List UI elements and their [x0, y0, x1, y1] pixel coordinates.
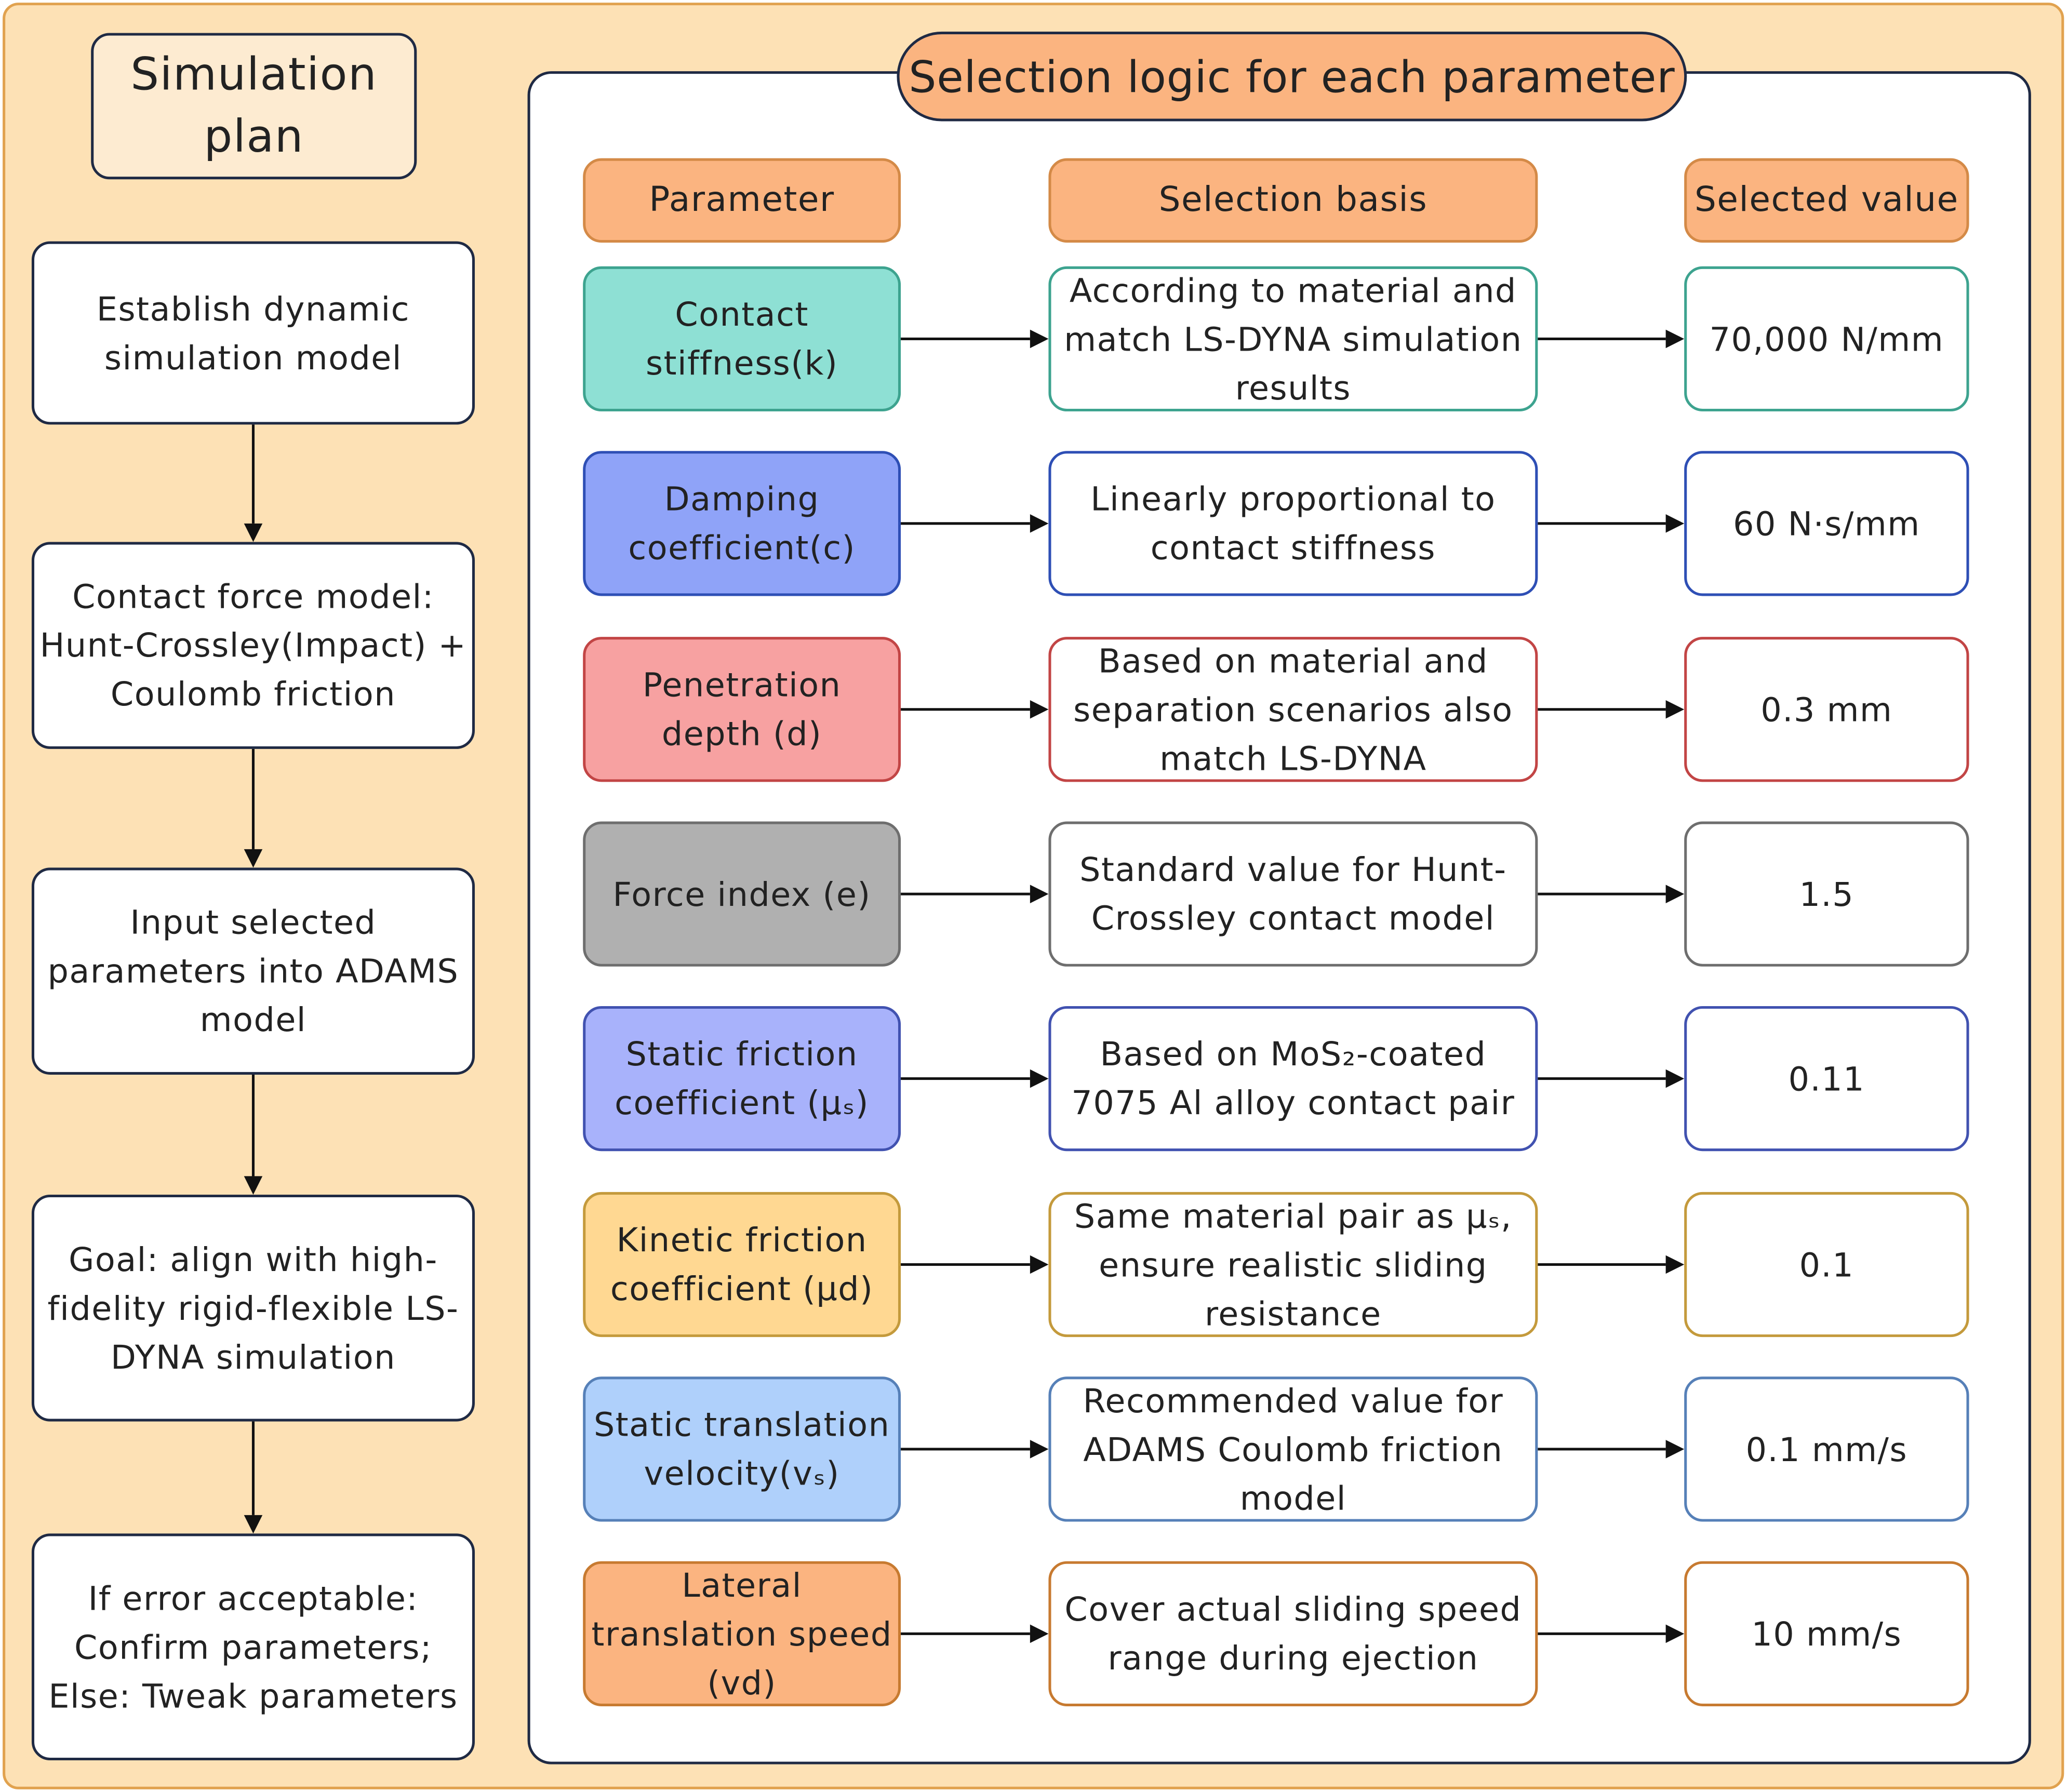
value-arrow-head [1665, 700, 1685, 719]
value-arrow-head [1665, 329, 1685, 349]
basis-arrow-line [901, 522, 1030, 525]
plan-arrow-head-1 [244, 523, 263, 542]
selected-value-cell: 0.1 mm/s [1684, 1376, 1969, 1522]
selection-basis-cell: Recommended value for ADAMS Coulomb fric… [1048, 1376, 1538, 1522]
value-arrow-head [1665, 1069, 1685, 1088]
selected-value-cell: 10 mm/s [1684, 1561, 1969, 1706]
selection-basis-cell: Based on MoS₂-coated 7075 Al alloy conta… [1048, 1006, 1538, 1152]
plan-arrow-line-2 [251, 748, 255, 849]
parameter-cell: Kinetic friction coefficient (μ𝖽) [583, 1192, 901, 1338]
basis-arrow-head [1030, 1440, 1049, 1459]
value-arrow-line [1538, 1448, 1666, 1451]
plan-step-4: Goal: align with high-fidelity rigid-fle… [31, 1194, 475, 1422]
basis-arrow-line [901, 1077, 1030, 1080]
basis-arrow-head [1030, 514, 1049, 533]
selected-value-cell: 60 N·s/mm [1684, 451, 1969, 596]
basis-arrow-head [1030, 700, 1049, 719]
basis-arrow-line [901, 708, 1030, 711]
basis-arrow-line [901, 1448, 1030, 1451]
value-arrow-head [1665, 1255, 1685, 1274]
parameter-cell: Static translation velocity(vₛ) [583, 1376, 901, 1522]
value-arrow-head [1665, 885, 1685, 903]
value-arrow-line [1538, 1632, 1666, 1635]
parameter-cell: Force index (e) [583, 821, 901, 967]
plan-arrow-head-3 [244, 1176, 263, 1195]
value-arrow-line [1538, 1263, 1666, 1266]
header-selected-value: Selected value [1684, 158, 1969, 243]
plan-step-1: Establish dynamic simulation model [31, 241, 475, 425]
plan-arrow-head-4 [244, 1515, 263, 1534]
selection-basis-cell: Standard value for Hunt-Crossley contact… [1048, 821, 1538, 967]
simulation-plan-title: Simulation plan [91, 33, 417, 180]
parameter-cell: Lateral translation speed (v𝖽) [583, 1561, 901, 1706]
selected-value-cell: 1.5 [1684, 821, 1969, 967]
value-arrow-head [1665, 514, 1685, 533]
value-arrow-line [1538, 708, 1666, 711]
plan-arrow-head-2 [244, 849, 263, 868]
plan-step-5: If error acceptable: Confirm parameters;… [31, 1533, 475, 1761]
basis-arrow-head [1030, 885, 1049, 903]
selection-basis-cell: Cover actual sliding speed range during … [1048, 1561, 1538, 1706]
selected-value-cell: 0.1 [1684, 1192, 1969, 1338]
selected-value-cell: 70,000 N/mm [1684, 266, 1969, 412]
basis-arrow-head [1030, 1069, 1049, 1088]
selection-logic-title: Selection logic for each parameter [897, 31, 1687, 122]
basis-arrow-line [901, 1632, 1030, 1635]
basis-arrow-head [1030, 329, 1049, 349]
plan-arrow-line-1 [251, 424, 255, 524]
selection-basis-cell: According to material and match LS-DYNA … [1048, 266, 1538, 412]
header-selection-basis: Selection basis [1048, 158, 1538, 243]
selection-basis-cell: Same material pair as μₛ, ensure realist… [1048, 1192, 1538, 1338]
basis-arrow-line [901, 1263, 1030, 1266]
plan-step-3: Input selected parameters into ADAMS mod… [31, 867, 475, 1075]
value-arrow-line [1538, 337, 1666, 340]
basis-arrow-line [901, 892, 1030, 895]
parameter-cell: Contact stiffness(k) [583, 266, 901, 412]
parameter-cell: Damping coefficient(c) [583, 451, 901, 596]
plan-arrow-line-3 [251, 1074, 255, 1176]
header-parameter: Parameter [583, 158, 901, 243]
selection-basis-cell: Based on material and separation scenari… [1048, 637, 1538, 782]
selected-value-cell: 0.3 mm [1684, 637, 1969, 782]
plan-arrow-line-4 [251, 1421, 255, 1515]
value-arrow-line [1538, 1077, 1666, 1080]
selected-value-cell: 0.11 [1684, 1006, 1969, 1152]
value-arrow-head [1665, 1440, 1685, 1459]
basis-arrow-head [1030, 1624, 1049, 1643]
value-arrow-line [1538, 892, 1666, 895]
plan-step-2: Contact force model: Hunt-Crossley(Impac… [31, 542, 475, 749]
parameter-cell: Static friction coefficient (μₛ) [583, 1006, 901, 1152]
value-arrow-line [1538, 522, 1666, 525]
basis-arrow-head [1030, 1255, 1049, 1274]
selection-basis-cell: Linearly proportional to contact stiffne… [1048, 451, 1538, 596]
value-arrow-head [1665, 1624, 1685, 1643]
basis-arrow-line [901, 337, 1030, 340]
parameter-cell: Penetration depth (d) [583, 637, 901, 782]
